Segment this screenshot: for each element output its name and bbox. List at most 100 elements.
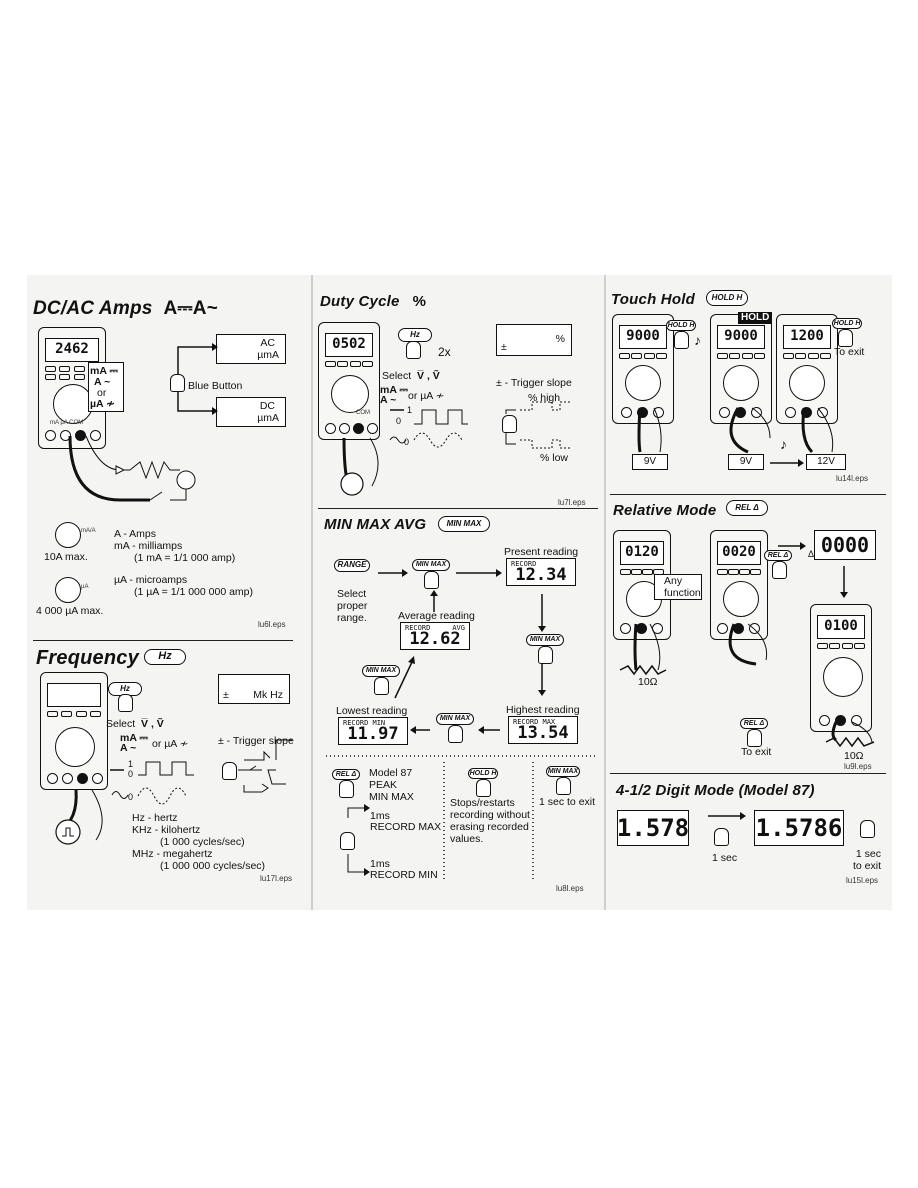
minmax-present-label: Present reading xyxy=(504,546,579,558)
frequency-file-label: lu17l.eps xyxy=(260,874,293,883)
digit-finger-2-icon[interactable] xyxy=(860,820,875,838)
duty-select-label: Select V̅ , Ṽ xyxy=(382,370,440,382)
blue-button-finger-icon[interactable] xyxy=(170,374,185,392)
minmax-title: MIN MAX AVG xyxy=(324,516,427,533)
duty-sig-zero2: 0 xyxy=(404,437,410,447)
minmax-button-finger-icon[interactable] xyxy=(340,832,355,850)
minmax-lowest-display: RECORD MIN 11.97 xyxy=(338,717,408,745)
minmax-present-display: RECORD 12.34 xyxy=(506,558,576,586)
dcac-range-ua: µA ≁ xyxy=(90,398,115,410)
minmax-bottom-button[interactable]: MIN MAX xyxy=(436,713,474,725)
frequency-sig-zero2: 0 xyxy=(128,792,134,802)
digit-finger-1-icon[interactable] xyxy=(714,828,729,846)
duty-times: 2x xyxy=(438,345,451,359)
relative-delta: Δ xyxy=(808,549,815,559)
frequency-range-ma: mA ⎓ xyxy=(120,732,148,744)
minmax-left-button[interactable]: MIN MAX xyxy=(362,665,400,677)
minmax-header-button[interactable]: MIN MAX xyxy=(438,516,490,532)
relative-exit-button[interactable]: REL Δ xyxy=(740,718,768,729)
minmax-avg-tag1: RECORD xyxy=(405,624,431,632)
touchhold-note-1: ♪ xyxy=(694,332,701,348)
dcac-meter-display: 2462 xyxy=(45,338,99,362)
frequency-khz-label: KHz - kilohertz xyxy=(132,824,201,836)
dcac-blue-button-label: Blue Button xyxy=(188,380,243,392)
duty-trigger-label: ± - Trigger slope xyxy=(496,377,572,389)
touchhold-hold-tag: HOLD xyxy=(738,312,773,324)
relative-rel-button[interactable]: REL Δ xyxy=(764,550,792,561)
minmax-lowest-label: Lowest reading xyxy=(336,705,408,717)
minmax-hold-button[interactable]: HOLD H xyxy=(468,768,498,779)
dcac-max-4000ua: 4 000 µA max. xyxy=(36,605,104,617)
duty-trigger-button-icon[interactable] xyxy=(502,415,517,433)
dcac-title: DC/AC Amps A⎓A~ xyxy=(33,298,218,320)
dcac-max-10a: 10A max. xyxy=(44,551,88,563)
dcac-dc-label: DC xyxy=(259,400,275,412)
relative-exit-finger-icon xyxy=(747,729,762,747)
duty-disp-pm: ± xyxy=(501,341,507,353)
relative-any-function: Any function xyxy=(664,575,701,599)
duty-title-text: Duty Cycle xyxy=(320,293,400,310)
dcac-dc-display: DC µmA xyxy=(216,397,286,427)
minmax-average-value: 12.62 xyxy=(409,629,461,649)
duty-sig-one: 1 xyxy=(407,405,413,415)
digit-display-1: 1.578 xyxy=(617,810,689,846)
duty-high-label: % high xyxy=(528,392,561,404)
frequency-display: ± Mk Hz xyxy=(218,674,290,704)
relative-meter-1-display: 0120 xyxy=(620,541,664,565)
dcac-rotary-dial xyxy=(53,384,93,424)
dcac-ua-dial-icon xyxy=(55,577,81,603)
dcac-legend-ma: mA - milliamps xyxy=(114,540,183,552)
minmax-exit-finger-icon xyxy=(556,777,571,795)
minmax-average-display: RECORD AVG 12.62 xyxy=(400,622,470,650)
dcac-dc-unit: µmA xyxy=(257,412,279,424)
minmax-center-button[interactable]: MIN MAX xyxy=(412,559,450,571)
touchhold-file-label: lu14l.eps xyxy=(836,474,869,483)
digit-file-label: lu15l.eps xyxy=(846,876,879,885)
relative-title: Relative Mode xyxy=(613,502,717,519)
minmax-center-finger-icon xyxy=(424,571,439,589)
minmax-highest-display: RECORD MAX 13.54 xyxy=(508,716,578,744)
touchhold-battery-3-label: 12V xyxy=(817,456,835,467)
frequency-select-label: Select V̅ , Ṽ xyxy=(106,718,164,730)
touchhold-btn-1[interactable]: HOLD H xyxy=(666,320,696,331)
column-divider-right xyxy=(604,275,606,910)
duty-range-or: or µA ≁ xyxy=(408,390,445,402)
minmax-exit-button[interactable]: MIN MAX xyxy=(546,766,580,777)
frequency-range-a: A ~ xyxy=(120,742,137,754)
touchhold-finger-1-icon xyxy=(674,331,689,349)
dcac-legend-a: A - Amps xyxy=(114,528,157,540)
minmax-avg-tag2: AVG xyxy=(452,624,465,632)
frequency-select-sym: V̅ , Ṽ xyxy=(141,718,164,730)
frequency-sig-zero: 0 xyxy=(128,769,134,779)
range-button[interactable]: RANGE xyxy=(334,559,370,572)
frequency-trigger-button-icon[interactable] xyxy=(222,762,237,780)
touchhold-note-2: ♪ xyxy=(780,436,787,452)
touchhold-meter-1-display: 9000 xyxy=(619,325,667,349)
touchhold-btn-3[interactable]: HOLD H xyxy=(832,318,862,329)
relative-file-label: lu9l.eps xyxy=(844,762,872,771)
relative-meter-2: 0020 xyxy=(710,530,768,640)
digit-sec-1: 1 sec xyxy=(712,852,738,864)
minmax-lowest-value: 11.97 xyxy=(347,724,399,744)
duty-title: Duty Cycle % xyxy=(320,293,426,310)
minmax-rel-button[interactable]: REL Δ xyxy=(332,769,360,780)
touchhold-battery-2-label: 9V xyxy=(739,456,753,467)
touchhold-header-button[interactable]: HOLD H xyxy=(706,290,748,306)
frequency-hz-button[interactable]: Hz xyxy=(144,649,186,665)
duty-symbol: % xyxy=(412,293,427,310)
frequency-disp-pm: ± xyxy=(223,689,229,701)
frequency-meter-display xyxy=(47,683,101,707)
touchhold-battery-1: 9V xyxy=(632,454,668,470)
minmax-right-button[interactable]: MIN MAX xyxy=(526,634,564,646)
minmax-present-tag: RECORD xyxy=(511,560,537,568)
dcac-title-text: DC/AC Amps xyxy=(33,298,153,319)
frequency-title: Frequency xyxy=(36,647,139,669)
relative-finger-icon xyxy=(772,561,787,579)
minmax-left-finger-icon xyxy=(374,677,389,695)
relative-header-button[interactable]: REL Δ xyxy=(726,500,768,516)
